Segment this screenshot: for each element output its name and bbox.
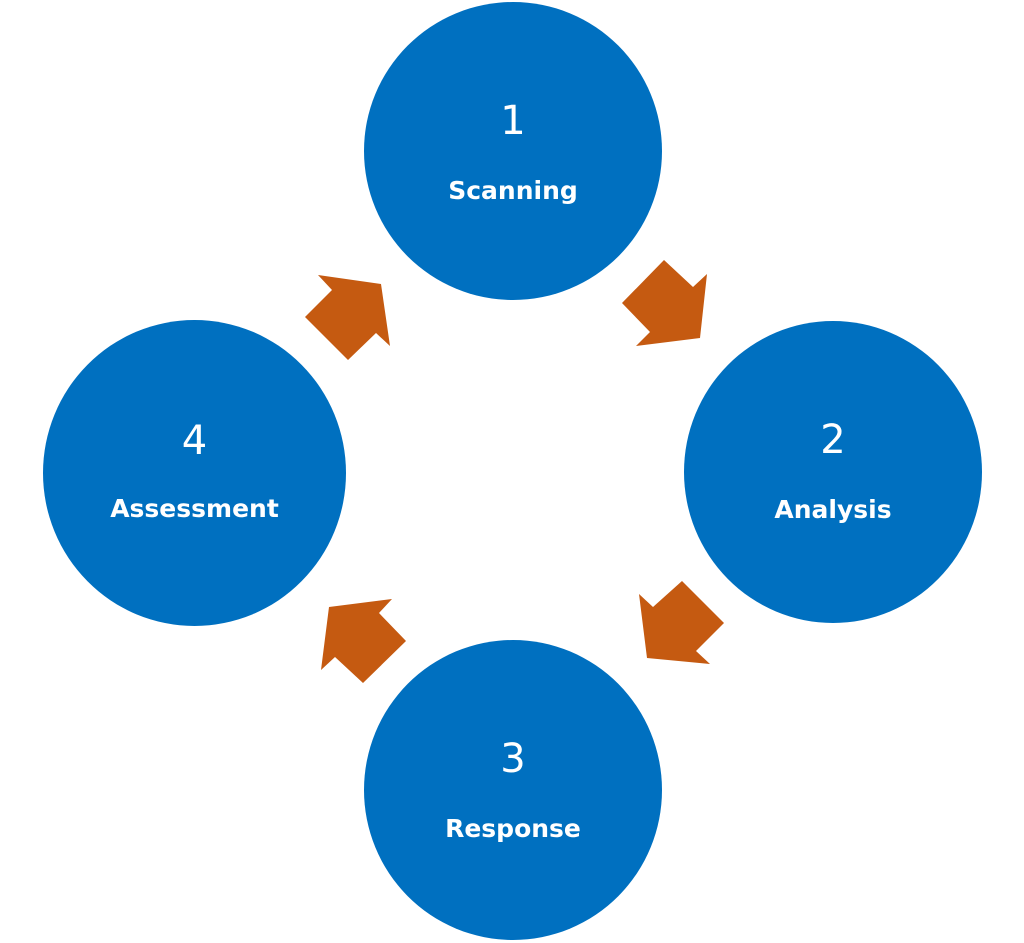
arrow-down-left-icon <box>639 581 724 664</box>
step-circle-response: 3 Response <box>364 640 662 940</box>
step-circle-scanning: 1 Scanning <box>364 2 662 300</box>
step-number: 4 <box>181 418 208 464</box>
step-number: 2 <box>820 417 846 463</box>
step-circle-assessment: 4 Assessment <box>43 320 346 626</box>
arrow-up-right-icon <box>305 275 390 360</box>
step-label: Scanning <box>448 176 578 205</box>
step-number: 3 <box>500 736 526 782</box>
step-label: Analysis <box>774 495 892 524</box>
arrow-up-left-icon <box>321 599 406 683</box>
step-label: Response <box>445 814 581 843</box>
step-number: 1 <box>500 98 526 144</box>
arrow-down-right-icon <box>622 260 707 346</box>
step-circle-analysis: 2 Analysis <box>684 321 982 623</box>
step-label: Assessment <box>110 494 279 523</box>
